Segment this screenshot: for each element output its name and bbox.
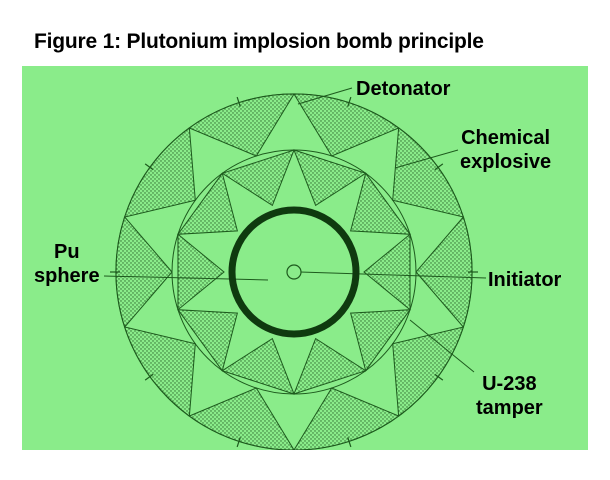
detonator-leader (297, 87, 353, 105)
label-u238-tamper: U-238 tamper (476, 372, 543, 420)
inner-explosive-lens (176, 309, 239, 372)
detonator-tick (144, 163, 154, 171)
pu-sphere-leader (103, 275, 269, 281)
inner-explosive-lens (293, 149, 367, 207)
label-pu-line1: Pu (54, 241, 80, 263)
inner-explosive-lens (293, 337, 367, 395)
detonator-tick (144, 373, 154, 381)
label-chemical-line2: explosive (460, 151, 552, 173)
diagram-panel (22, 66, 588, 450)
tamper-leader (409, 319, 475, 373)
inner-explosive-lens (221, 149, 295, 207)
initiator (286, 264, 302, 280)
outer-explosive-lens (188, 93, 295, 157)
inner-lens-ring (171, 149, 417, 395)
chemical-leader (394, 149, 459, 169)
detonator-tick (347, 437, 352, 448)
detonator-tick (434, 373, 444, 381)
inner-explosive-lens (363, 233, 411, 311)
label-leader-lines (103, 87, 487, 373)
inner-explosive-lens (221, 337, 295, 395)
label-pu-line2: sphere (34, 265, 100, 287)
label-detonator: Detonator (356, 78, 451, 100)
initiator-leader (299, 271, 487, 279)
label-pu-sphere: Pu sphere (34, 240, 100, 288)
inner-explosive-lens (349, 172, 412, 235)
label-chemical-explosive: Chemical explosive (460, 126, 551, 174)
label-tamper-line2: tamper (476, 397, 543, 419)
label-initiator: Initiator (488, 269, 562, 291)
figure-title: Figure 1: Plutonium implosion bomb princ… (34, 30, 484, 53)
inner-explosive-lens (177, 233, 225, 311)
label-chemical-line1: Chemical (461, 127, 551, 149)
pu-sphere (228, 206, 360, 338)
detonator-tick (236, 437, 241, 448)
detonator-tick (236, 96, 241, 107)
inner-explosive-lens (176, 172, 239, 235)
detonator-tick (347, 96, 352, 107)
detonator-tick (434, 163, 444, 171)
inner-explosive-lens (349, 309, 412, 372)
label-tamper-line1: U-238 (482, 373, 537, 395)
